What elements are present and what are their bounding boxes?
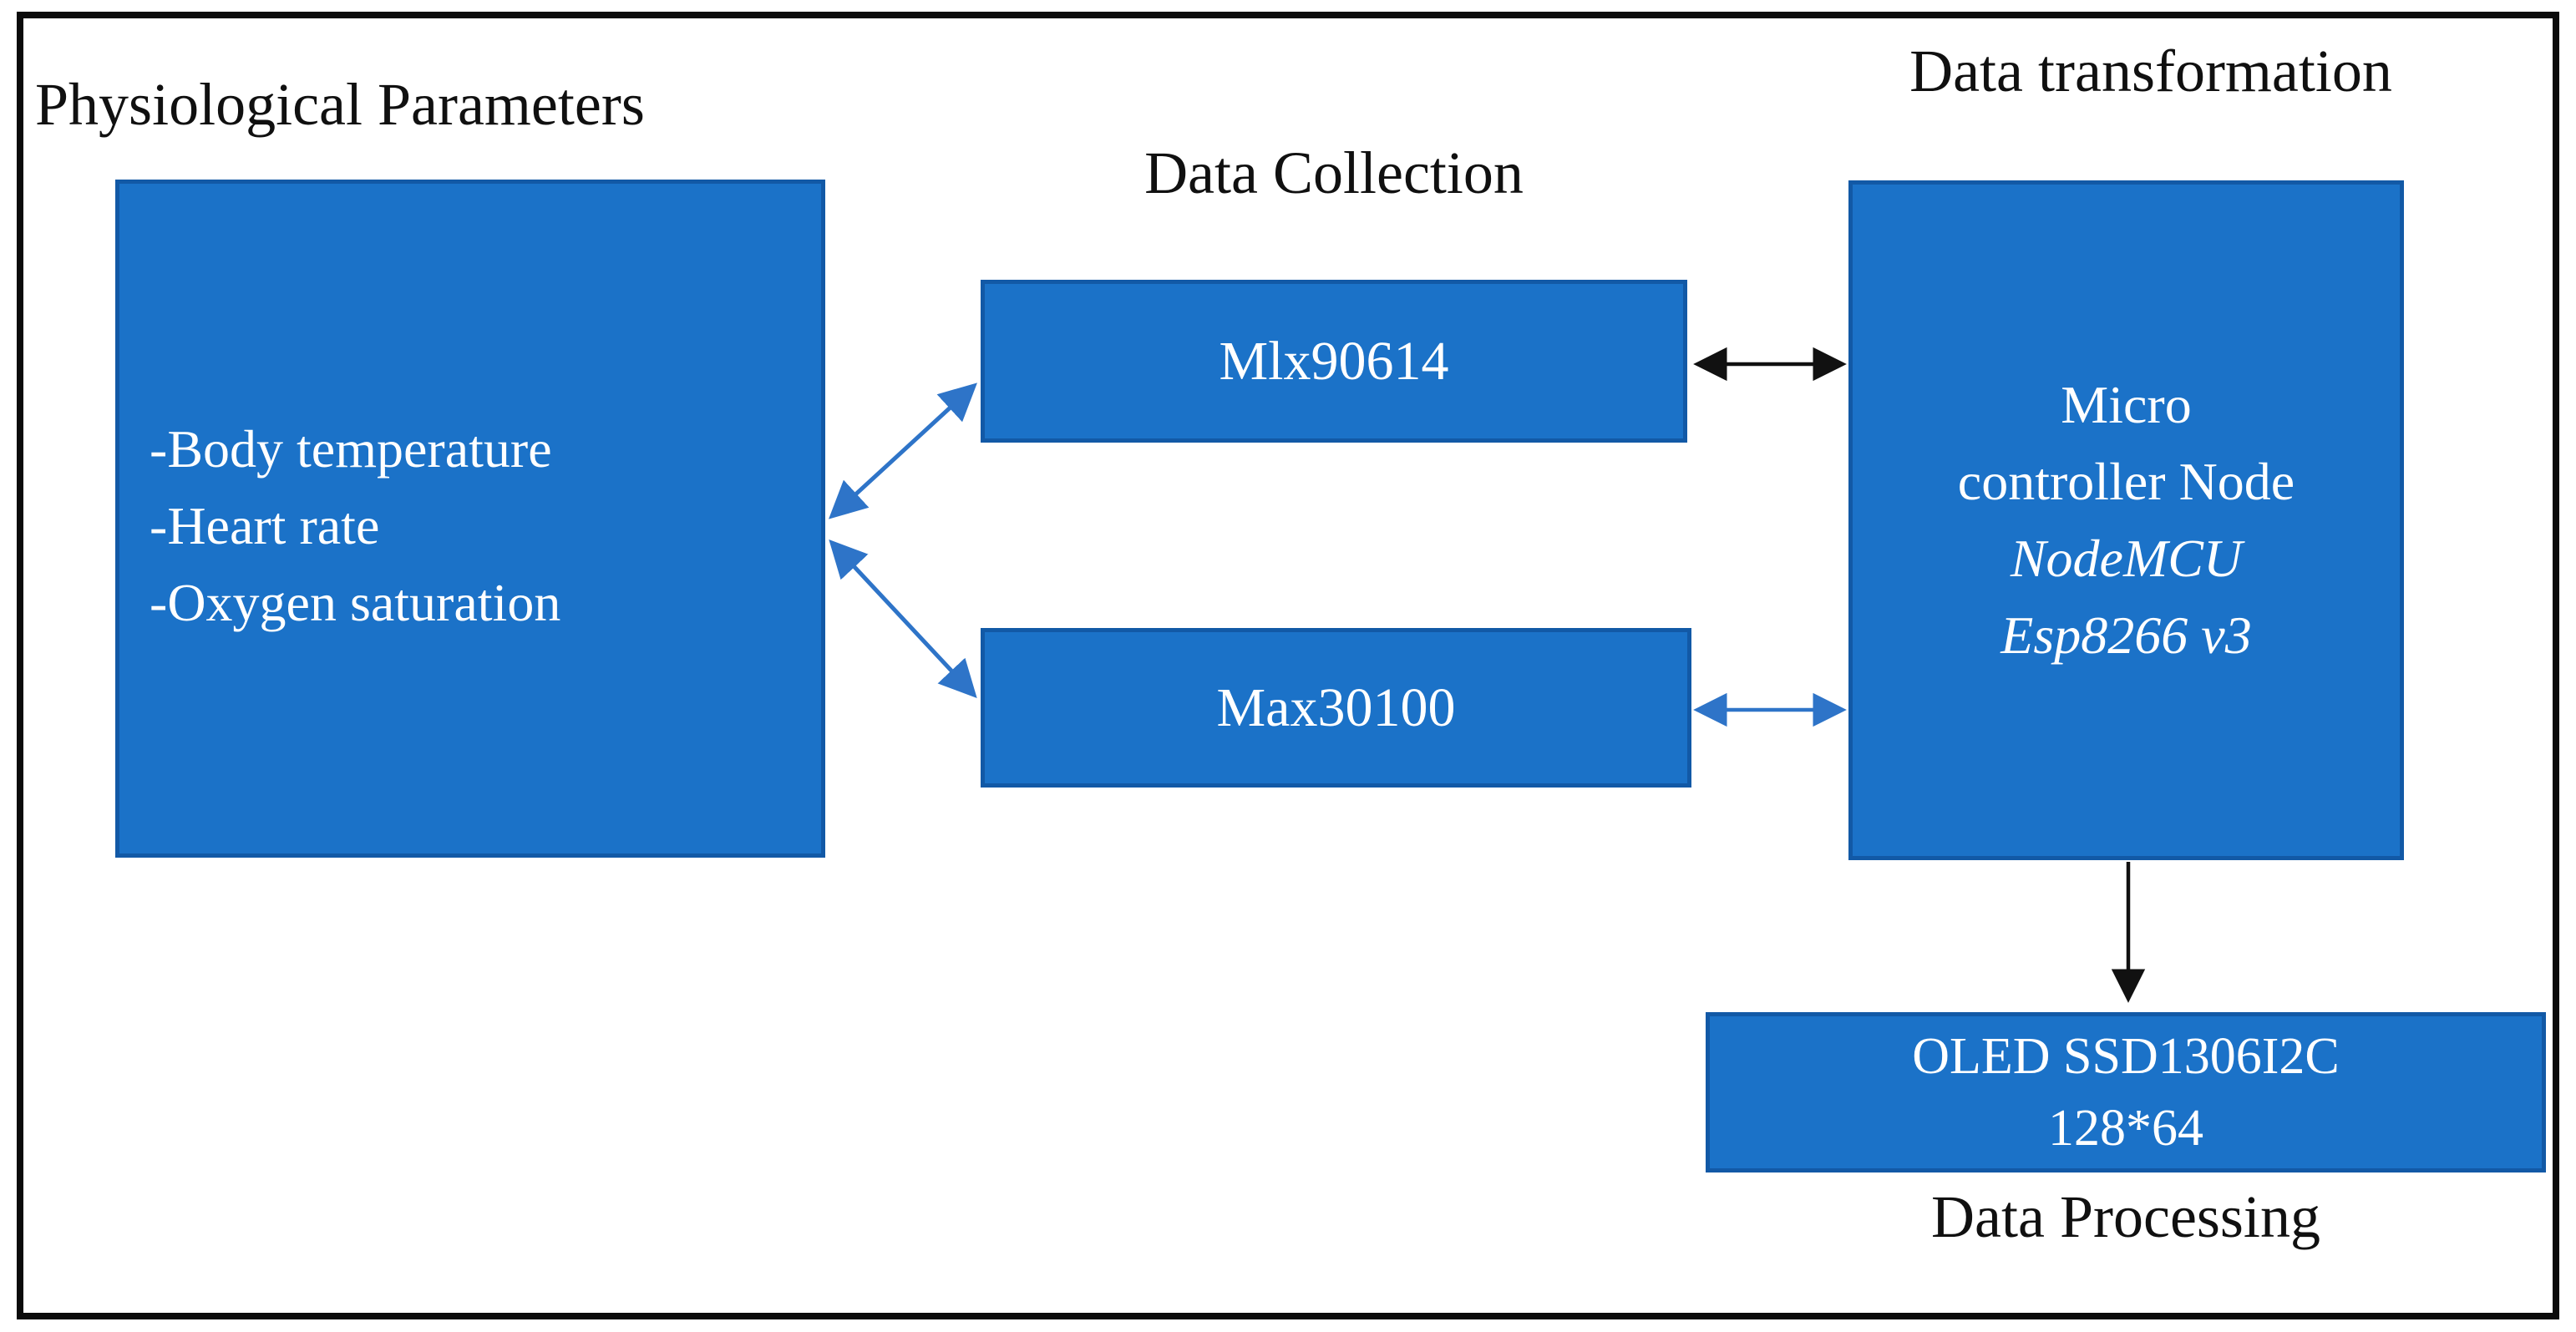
parameter-line-body-temperature: -Body temperature: [150, 419, 552, 479]
oled-line-resolution: 128*64: [2048, 1100, 2203, 1157]
physiological-parameters-label: Physiological Parameters: [35, 71, 645, 138]
mcu-line-controller-node: controller Node: [1957, 452, 2295, 511]
microcontroller-box: Micro controller Node NodeMCU Esp8266 v3: [1848, 180, 2404, 860]
oled-line-model: OLED SSD1306I2C: [1912, 1028, 2340, 1085]
parameter-line-heart-rate: -Heart rate: [150, 496, 380, 555]
parameter-line-oxygen-saturation: -Oxygen saturation: [150, 573, 561, 632]
parameters-list: -Body temperature -Heart rate -Oxygen sa…: [150, 411, 560, 641]
mcu-line-esp8266: Esp8266 v3: [2000, 605, 2252, 665]
max30100-label: Max30100: [1216, 676, 1456, 738]
mcu-line-micro: Micro: [2061, 375, 2192, 434]
data-processing-label: Data Processing: [1931, 1183, 2320, 1250]
oled-box: OLED SSD1306I2C 128*64: [1706, 1012, 2546, 1172]
data-collection-label: Data Collection: [1144, 139, 1524, 206]
mlx90614-label: Mlx90614: [1219, 330, 1449, 392]
mcu-line-nodemcu: NodeMCU: [2010, 529, 2243, 588]
parameters-box: -Body temperature -Heart rate -Oxygen sa…: [115, 180, 825, 858]
mlx90614-box: Mlx90614: [981, 280, 1687, 443]
data-transformation-label: Data transformation: [1909, 38, 2392, 104]
max30100-box: Max30100: [981, 628, 1691, 788]
